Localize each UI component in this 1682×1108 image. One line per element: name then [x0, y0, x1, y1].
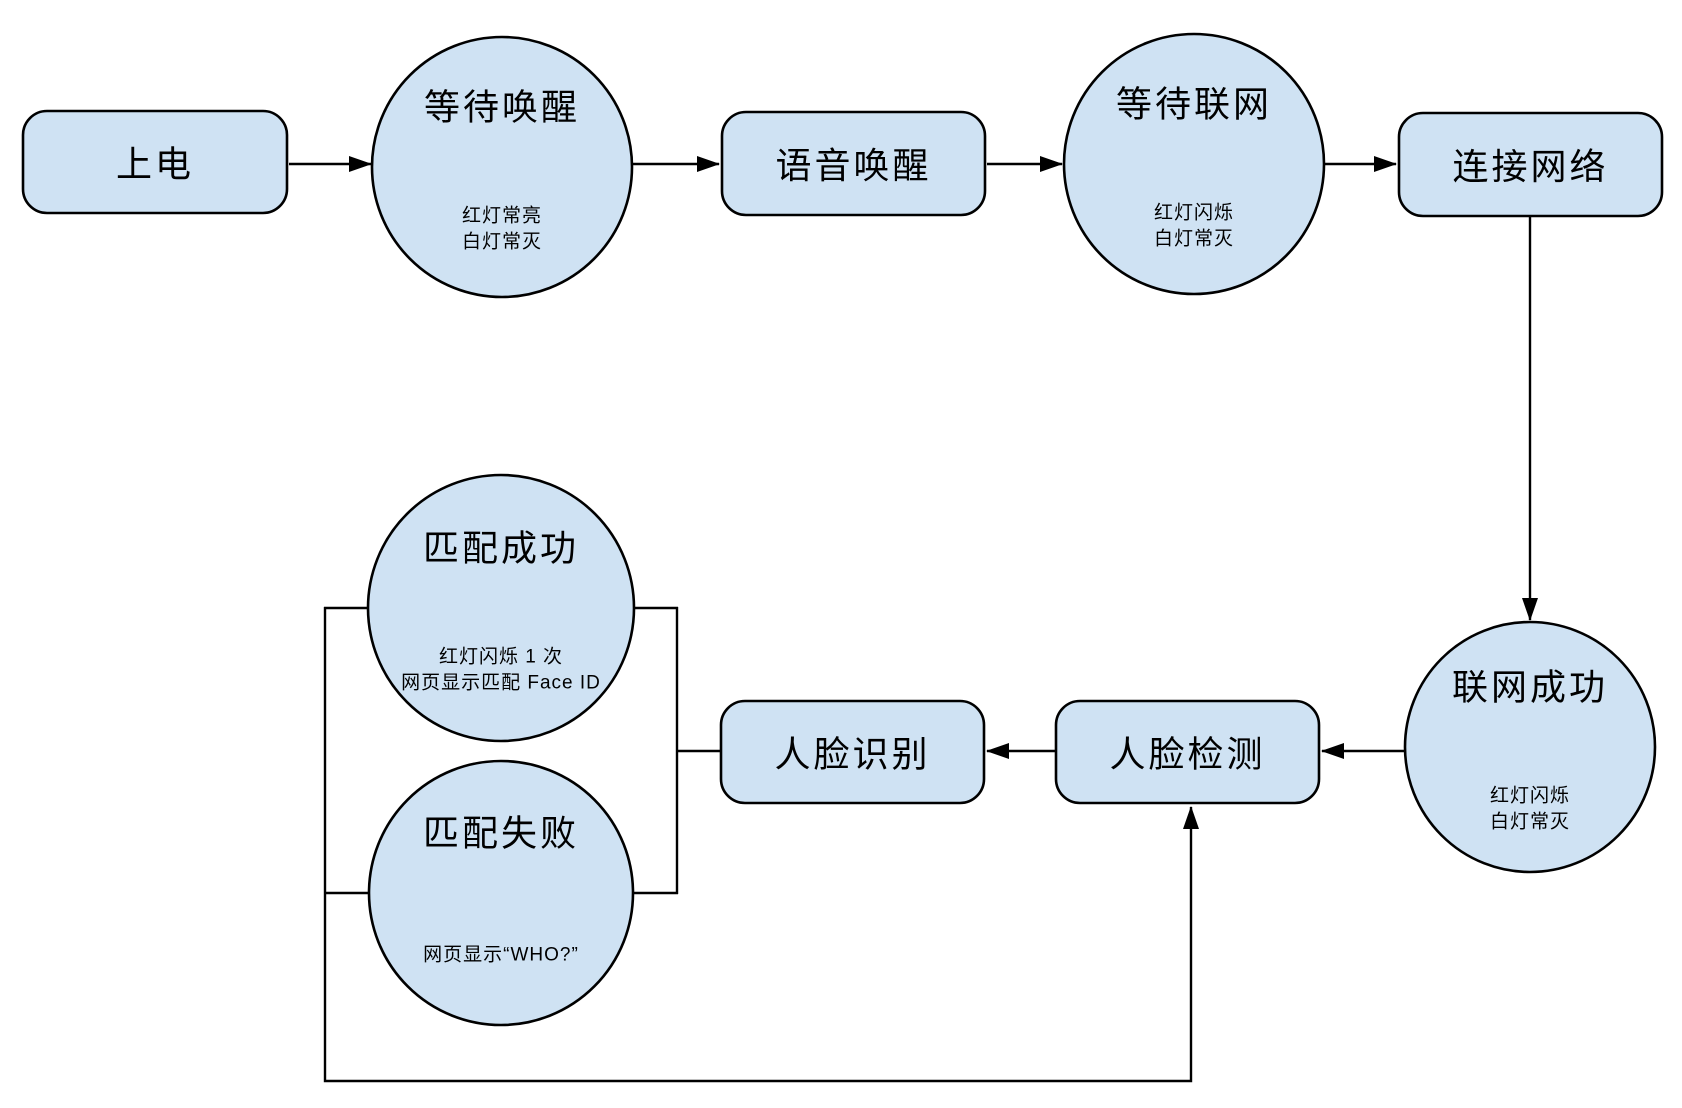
voice-wake-box: [720, 110, 987, 217]
node-voice-wake: 语音唤醒: [720, 110, 987, 217]
power-on-label: 上电: [116, 144, 194, 185]
face-recognize-box: [719, 699, 986, 805]
wait-wake-label: 等待唤醒: [424, 87, 580, 128]
match-success-circle: [366, 473, 636, 743]
wait-wake-circle: [370, 35, 634, 299]
power-on-box: [21, 109, 289, 215]
match-success-label: 匹配成功: [423, 528, 579, 569]
network-success-circle: [1403, 620, 1657, 874]
node-power-on: 上电: [21, 109, 289, 215]
edge-loop-back-to-face-detect: [323, 607, 1199, 1083]
wait-network-subtext-2: 白灯常灭: [1154, 228, 1234, 250]
connect-network-label: 连接网络: [1452, 146, 1608, 187]
node-face-recognize: 人脸识别: [719, 699, 986, 805]
edges-layer: [289, 156, 1538, 1083]
network-success-subtext-1: 红灯闪烁: [1490, 785, 1570, 807]
match-success-subtext-2: 网页显示匹配 Face ID: [401, 673, 601, 694]
node-connect-network: 连接网络: [1397, 111, 1664, 218]
wait-network-label: 等待联网: [1116, 84, 1272, 125]
wait-wake-subtext-1: 红灯常亮: [462, 205, 542, 227]
node-face-detect: 人脸检测: [1054, 699, 1321, 805]
match-fail-circle: [367, 759, 635, 1027]
match-fail-subtext-1: 网页显示“WHO?”: [423, 945, 579, 966]
face-detect-label: 人脸检测: [1109, 734, 1265, 775]
face-recognize-label: 人脸识别: [774, 734, 930, 775]
wait-wake-subtext-2: 白灯常灭: [462, 231, 542, 253]
match-success-subtext-1: 红灯闪烁 1 次: [439, 646, 563, 668]
face-detect-box: [1054, 699, 1321, 805]
voice-wake-label: 语音唤醒: [775, 145, 931, 186]
match-fail-label: 匹配失败: [423, 813, 579, 854]
connect-network-box: [1397, 111, 1664, 218]
network-success-subtext-2: 白灯常灭: [1490, 811, 1570, 833]
network-success-label: 联网成功: [1452, 667, 1608, 708]
wait-network-circle: [1062, 32, 1326, 296]
wait-network-subtext-1: 红灯闪烁: [1154, 202, 1234, 224]
nodes-layer: 上电等待唤醒红灯常亮白灯常灭语音唤醒等待联网红灯闪烁白灯常灭连接网络联网成功红灯…: [21, 32, 1664, 1027]
